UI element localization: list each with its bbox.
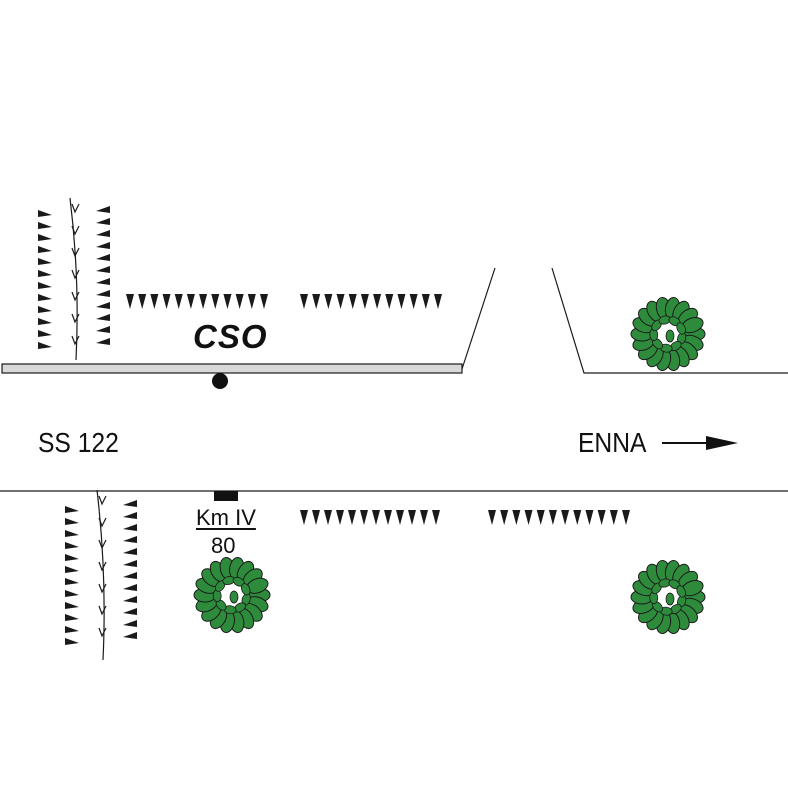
junction-left-edge xyxy=(461,267,496,370)
hedge-rows xyxy=(126,294,630,525)
destination-label: ENNA xyxy=(578,427,647,458)
tree-icon xyxy=(630,296,706,372)
station-dot-icon xyxy=(212,373,228,389)
tree-icon xyxy=(193,557,271,633)
km-marker-label: Km IV xyxy=(196,505,256,530)
site-label: CSO xyxy=(193,318,268,355)
road-edge-bar xyxy=(1,363,463,374)
vineyard-icon xyxy=(38,197,110,361)
road-label: SS 122 xyxy=(38,427,119,458)
hedge-icon xyxy=(300,510,440,525)
junction-right-edge xyxy=(551,267,788,374)
km-post-icon xyxy=(214,491,238,501)
hedge-icon xyxy=(300,294,442,309)
tree-icon xyxy=(630,559,706,635)
vineyard-icon xyxy=(65,489,137,661)
km-value-label: 80 xyxy=(211,533,236,558)
hedge-icon xyxy=(488,510,630,525)
trees xyxy=(193,296,706,635)
arrow-right-icon xyxy=(662,436,738,450)
hedge-icon xyxy=(126,294,268,309)
road-geometry xyxy=(0,267,788,501)
vineyard-rows xyxy=(38,197,137,661)
